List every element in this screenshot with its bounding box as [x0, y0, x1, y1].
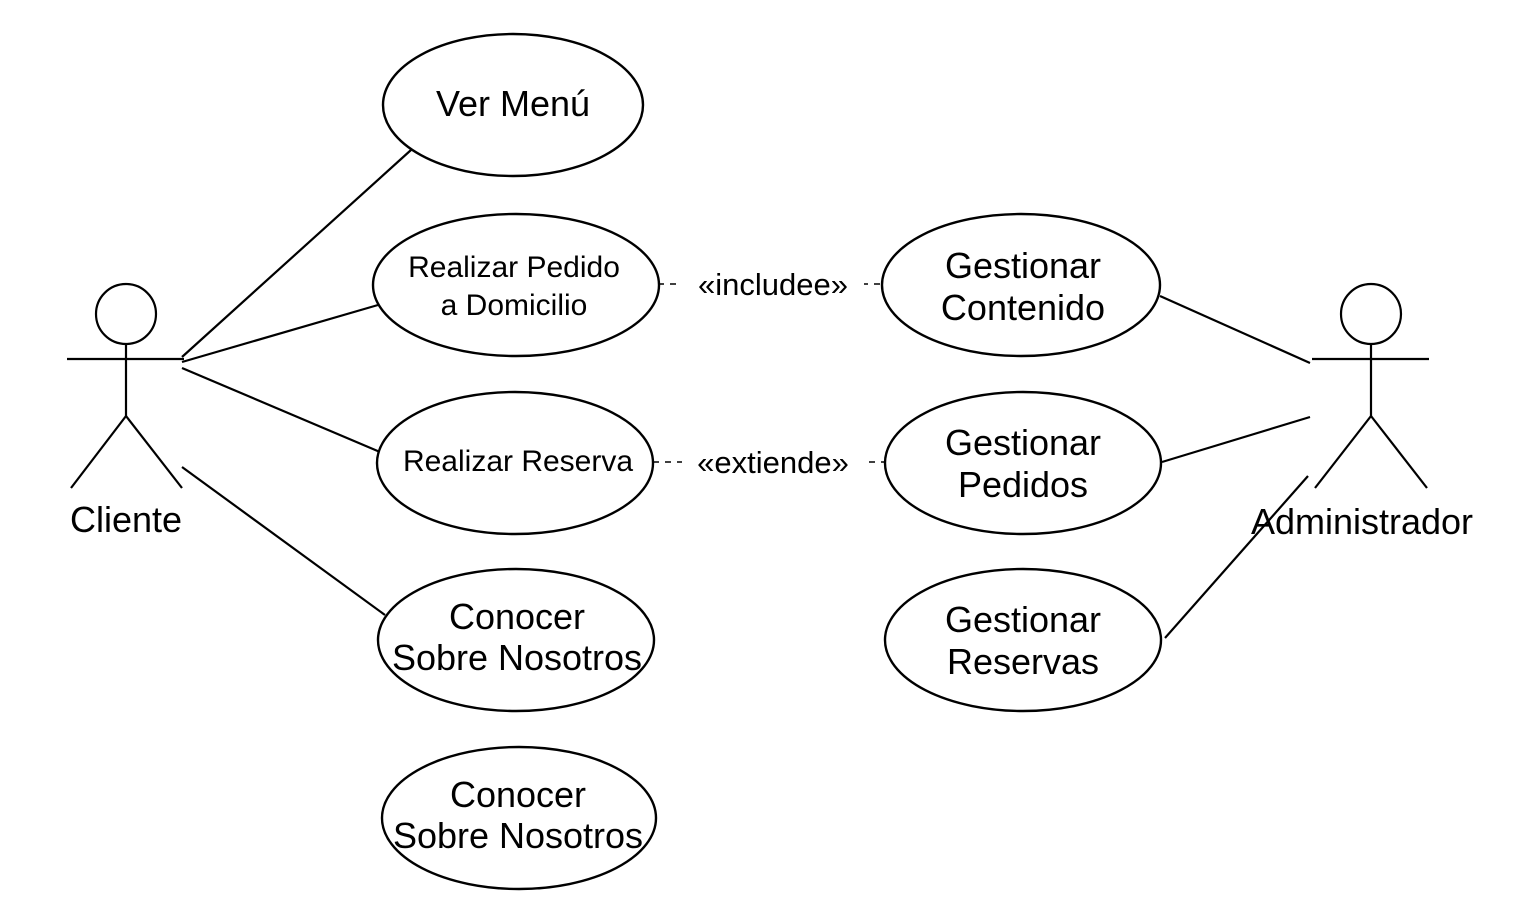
use-case-realizar-reserva-label: Realizar Reserva — [403, 445, 633, 478]
assoc-cliente-conocer — [181, 466, 386, 616]
include-label: «includee» — [698, 267, 848, 302]
actor-cliente: Cliente — [67, 282, 184, 540]
use-case-conocer-2-label-line2: Sobre Nosotros — [393, 815, 643, 856]
use-case-gestionar-contenido-ellipse — [880, 212, 1162, 358]
actor-administrador: Administrador — [1251, 282, 1473, 542]
use-case-realizar-pedido-label-line1: Realizar Pedido — [408, 251, 620, 284]
use-case-conocer-sobre-nosotros: Conocer Sobre Nosotros — [376, 567, 656, 713]
use-case-gestionar-pedidos: Gestionar Pedidos — [883, 390, 1163, 536]
use-case-ver-menu-label: Ver Menú — [436, 83, 590, 124]
use-case-realizar-pedido-ellipse — [371, 212, 661, 358]
assoc-cliente-ver-menu — [181, 149, 412, 358]
use-case-gestionar-contenido-label-line1: Gestionar — [945, 245, 1101, 286]
use-case-gestionar-pedidos-label-line1: Gestionar — [945, 422, 1101, 463]
use-case-ver-menu-ellipse — [381, 32, 645, 178]
actor-cliente-left-leg — [70, 415, 127, 489]
actor-administrador-head — [1339, 282, 1403, 346]
use-case-conocer-1-label-line1: Conocer — [449, 596, 585, 637]
use-case-gestionar-contenido: Gestionar Contenido — [880, 212, 1162, 358]
use-case-gestionar-pedidos-ellipse — [883, 390, 1163, 536]
assoc-admin-gestionar-contenido — [1159, 294, 1311, 365]
use-case-gestionar-reservas: Gestionar Reservas — [883, 567, 1163, 713]
actor-administrador-left-leg — [1314, 415, 1372, 489]
assoc-admin-gestionar-pedidos — [1161, 415, 1311, 464]
use-case-conocer-1-label-line2: Sobre Nosotros — [392, 637, 642, 678]
use-case-realizar-reserva-ellipse — [375, 390, 655, 536]
actor-administrador-right-leg — [1370, 415, 1428, 489]
assoc-admin-gestionar-reservas — [1164, 475, 1309, 639]
actor-administrador-label: Administrador — [1251, 501, 1473, 542]
use-case-gestionar-contenido-label-line2: Contenido — [941, 287, 1105, 328]
assoc-cliente-realizar-pedido — [181, 303, 379, 364]
use-case-gestionar-reservas-label-line1: Gestionar — [945, 599, 1101, 640]
use-case-conocer-sobre-nosotros-duplicate: Conocer Sobre Nosotros — [380, 745, 658, 891]
actor-cliente-head — [94, 282, 158, 346]
actor-cliente-label: Cliente — [70, 499, 182, 540]
use-case-ver-menu: Ver Menú — [381, 32, 645, 178]
include-label-bg — [682, 264, 864, 302]
use-case-conocer-2-ellipse — [380, 745, 658, 891]
actor-cliente-right-leg — [125, 415, 183, 489]
use-case-gestionar-reservas-label-line2: Reservas — [947, 641, 1099, 682]
use-case-gestionar-pedidos-label-line2: Pedidos — [958, 464, 1088, 505]
extend-label: «extiende» — [697, 445, 849, 480]
use-case-realizar-reserva: Realizar Reserva — [375, 390, 655, 536]
use-case-gestionar-reservas-ellipse — [883, 567, 1163, 713]
assoc-cliente-realizar-reserva — [181, 366, 381, 454]
extend-label-bg — [682, 442, 864, 480]
use-case-realizar-pedido: Realizar Pedido a Domicilio — [371, 212, 661, 358]
use-case-conocer-1-ellipse — [376, 567, 656, 713]
use-case-realizar-pedido-label-line2: a Domicilio — [441, 289, 588, 322]
use-case-conocer-2-label-line1: Conocer — [450, 774, 586, 815]
